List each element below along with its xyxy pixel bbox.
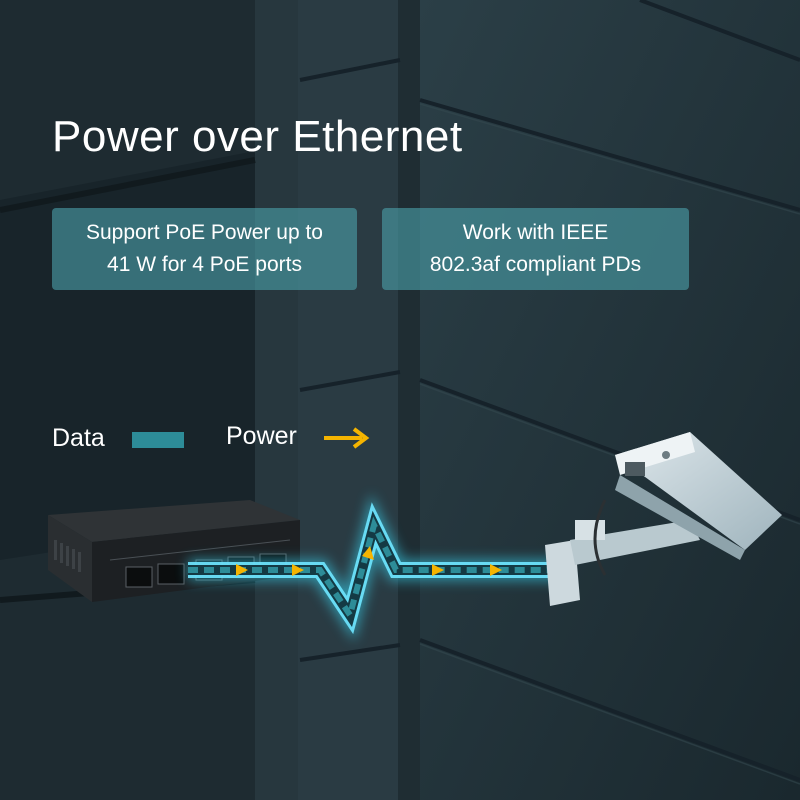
- legend-data-swatch: [132, 432, 184, 448]
- feature-box-poe-power: Support PoE Power up to 41 W for 4 PoE p…: [52, 208, 357, 290]
- poe-switch: [48, 500, 300, 602]
- feature-text-ieee-compliance: Work with IEEE 802.3af compliant PDs: [429, 221, 642, 276]
- poe-cable: [188, 493, 560, 642]
- feature-box-ieee-compliance: Work with IEEE 802.3af compliant PDs: [382, 208, 689, 290]
- legend-power-label: Power: [226, 422, 297, 450]
- power-arrow-icon: [324, 427, 370, 449]
- page-title: Power over Ethernet: [52, 112, 463, 161]
- feature-text-poe-power: Support PoE Power up to 41 W for 4 PoE p…: [86, 221, 323, 276]
- power-flow-arrows: [236, 546, 502, 576]
- legend-data-label: Data: [52, 424, 105, 452]
- security-camera: [545, 432, 782, 606]
